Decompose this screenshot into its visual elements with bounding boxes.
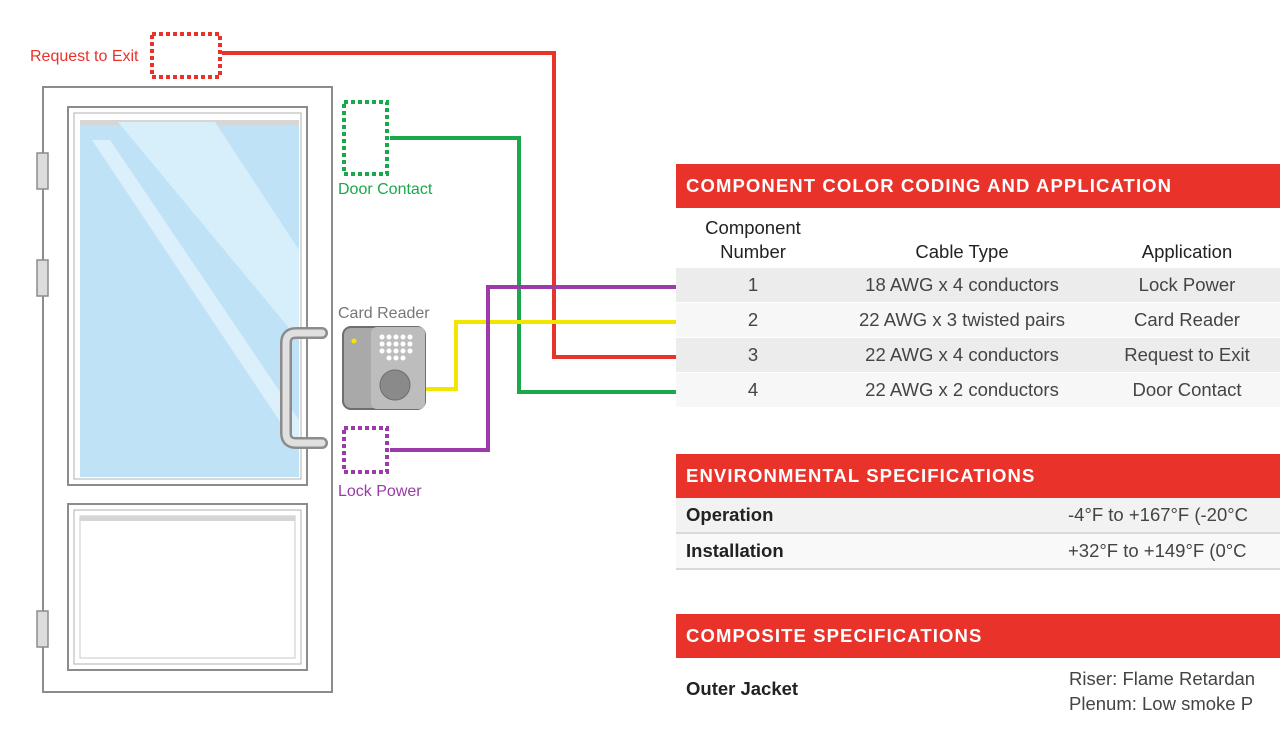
door-contact-label: Door Contact	[338, 181, 433, 198]
component-number: 1	[747, 274, 759, 295]
wire-door-contact	[390, 136, 702, 394]
spec-label: Operation	[686, 504, 774, 525]
outer-jacket-riser: Riser: Flame Retardan	[1069, 668, 1256, 689]
composite-specifications-panel: COMPOSITE SPECIFICATIONS Outer Jacket Ri…	[676, 614, 1280, 718]
component-number: 2	[747, 309, 759, 330]
header-component-number: Component Number	[676, 216, 830, 264]
table-row: 1 18 AWG x 4 conductors Lock Power	[676, 268, 1280, 303]
component-table-header: Component Number Cable Type Application	[676, 208, 1280, 268]
environmental-title: ENVIRONMENTAL SPECIFICATIONS	[676, 454, 1280, 498]
cable-type: 22 AWG x 3 twisted pairs	[859, 309, 1065, 330]
wire-request-to-exit	[222, 51, 702, 359]
hinge-middle	[36, 259, 49, 297]
table-row: Operation -4°F to +167°F (-20°C	[676, 498, 1280, 534]
outer-jacket-value: Riser: Flame Retardan Plenum: Low smoke …	[1069, 666, 1255, 716]
lock-power-label: Lock Power	[338, 483, 422, 500]
cable-type: 22 AWG x 2 conductors	[865, 379, 1059, 400]
outer-jacket-plenum: Plenum: Low smoke P	[1069, 693, 1254, 714]
table-row: Installation +32°F to +149°F (0°C	[676, 534, 1280, 570]
header-cable-type: Cable Type	[915, 241, 1009, 262]
component-table: Component Number Cable Type Application …	[676, 208, 1280, 408]
header-number-line2: Number	[720, 241, 786, 262]
door-contact-sensor-icon	[342, 100, 389, 176]
card-reader-icon	[342, 326, 426, 410]
header-number-line1: Component	[705, 217, 801, 238]
spec-value: -4°F to +167°F (-20°C	[1068, 504, 1249, 525]
environmental-specifications-panel: ENVIRONMENTAL SPECIFICATIONS Operation -…	[676, 454, 1280, 570]
spec-value: +32°F to +149°F (0°C	[1068, 540, 1247, 561]
card-reader-label: Card Reader	[338, 305, 430, 322]
spec-label: Installation	[686, 540, 784, 561]
component-color-coding-panel: COMPONENT COLOR CODING AND APPLICATION C…	[676, 164, 1280, 408]
cable-type: 22 AWG x 4 conductors	[865, 344, 1059, 365]
application: Card Reader	[1134, 309, 1240, 330]
component-number: 3	[747, 344, 759, 365]
table-row: 3 22 AWG x 4 conductors Request to Exit	[676, 338, 1280, 373]
component-number: 4	[747, 379, 759, 400]
outer-jacket-label: Outer Jacket	[686, 678, 799, 699]
component-table-title: COMPONENT COLOR CODING AND APPLICATION	[676, 164, 1280, 208]
wire-card-reader	[425, 320, 702, 391]
table-row: 2 22 AWG x 3 twisted pairs Card Reader	[676, 303, 1280, 338]
application: Request to Exit	[1124, 344, 1250, 365]
hinge-bottom	[36, 610, 49, 648]
request-to-exit-label: Request to Exit	[30, 48, 139, 65]
header-application: Application	[1141, 241, 1233, 262]
door	[36, 86, 333, 693]
table-row: Outer Jacket Riser: Flame Retardan Plenu…	[676, 658, 1280, 718]
composite-title: COMPOSITE SPECIFICATIONS	[676, 614, 1280, 658]
table-row: 4 22 AWG x 2 conductors Door Contact	[676, 373, 1280, 408]
wire-lock-power	[390, 285, 702, 452]
cable-type: 18 AWG x 4 conductors	[865, 274, 1059, 295]
request-to-exit-sensor-icon	[150, 32, 222, 79]
lock-power-box-icon	[342, 426, 389, 474]
hinge-top	[36, 152, 49, 190]
component-table-body: 1 18 AWG x 4 conductors Lock Power 2 22 …	[676, 268, 1280, 408]
application: Door Contact	[1132, 379, 1242, 400]
application: Lock Power	[1138, 274, 1236, 295]
